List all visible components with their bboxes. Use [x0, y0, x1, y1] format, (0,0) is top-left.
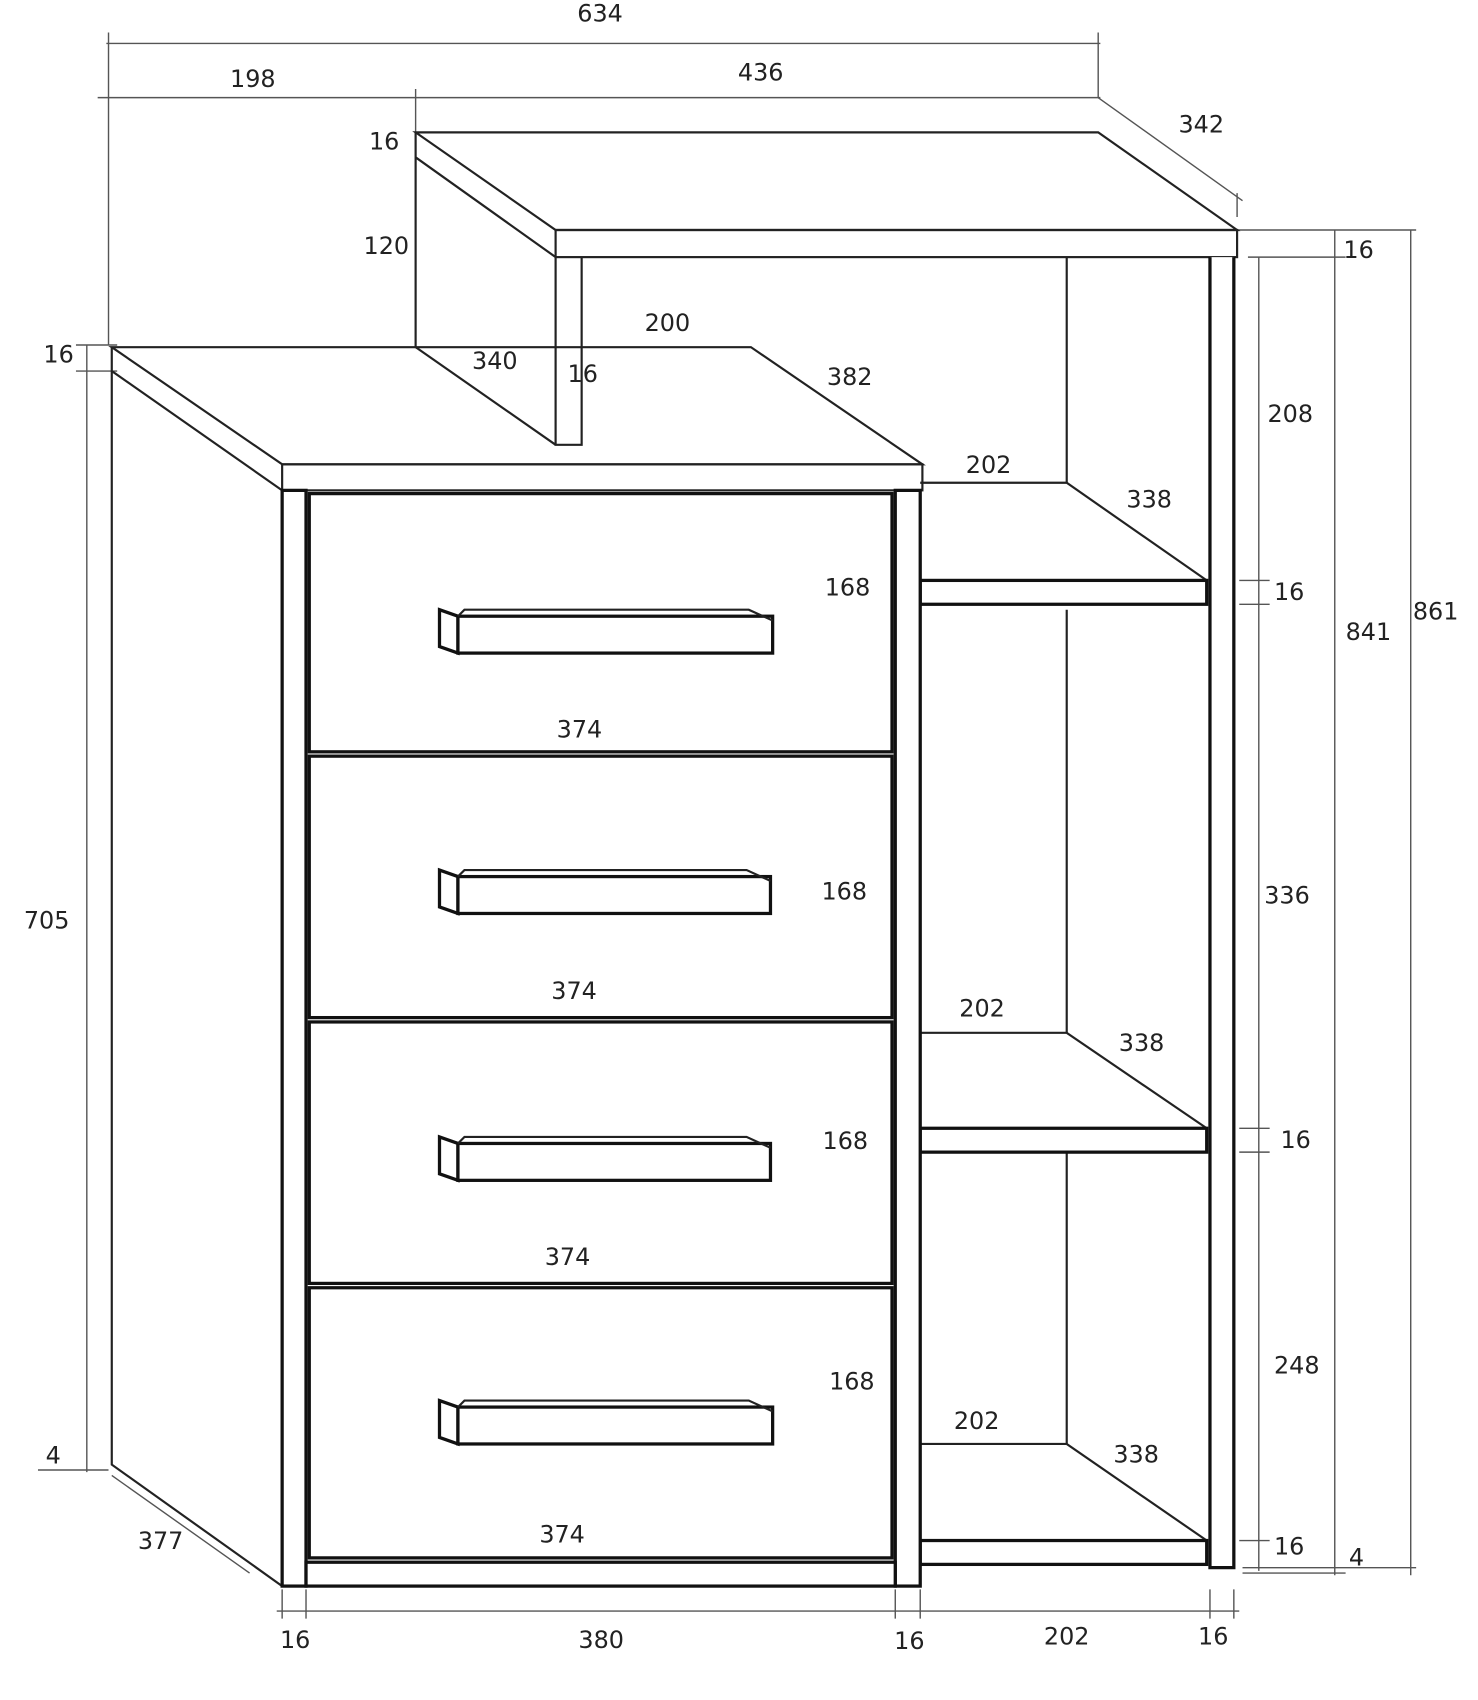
- dim-label: 4: [1349, 1543, 1364, 1571]
- drawers: [307, 491, 894, 1560]
- dim-label: 374: [545, 1243, 591, 1271]
- shelves: [918, 481, 1209, 1567]
- dimension-lines: [37, 32, 1417, 1619]
- dim-label: 436: [738, 58, 784, 86]
- dim-label: 202: [959, 995, 1005, 1023]
- dim-label: 841: [1346, 618, 1392, 646]
- dim-label: 16: [1280, 1126, 1310, 1154]
- dim-label: 16: [1274, 578, 1304, 606]
- dim-label: 168: [821, 877, 867, 905]
- dim-label: 16: [280, 1626, 310, 1654]
- dim-label: 120: [364, 232, 410, 260]
- dim-label: 338: [1113, 1440, 1159, 1468]
- handle-icon: [437, 607, 775, 656]
- dim-label: 634: [577, 0, 623, 28]
- dim-label: 16: [1274, 1533, 1304, 1561]
- handle-icon: [437, 1398, 775, 1447]
- dim-label: 340: [472, 347, 518, 375]
- dim-label: 4: [46, 1442, 61, 1470]
- dim-label: 374: [557, 716, 603, 744]
- dim-label: 168: [825, 574, 871, 602]
- dim-label: 374: [551, 977, 597, 1005]
- dim-label: 248: [1274, 1351, 1320, 1379]
- dim-label: 861: [1413, 597, 1459, 625]
- dim-label: 338: [1126, 486, 1172, 514]
- dim-label: 168: [823, 1127, 869, 1155]
- dim-label: 202: [954, 1407, 1000, 1435]
- upper-shelf-unit: [412, 131, 1241, 1570]
- dim-label: 705: [24, 907, 70, 935]
- dim-label: 380: [578, 1626, 624, 1654]
- dim-label: 16: [894, 1627, 924, 1655]
- dim-label: 374: [539, 1521, 585, 1549]
- lower-cabinet: [108, 346, 926, 1588]
- dim-label: 202: [966, 451, 1012, 479]
- handle-icon: [437, 1134, 773, 1183]
- dim-label: 16: [43, 340, 73, 368]
- dim-label: 342: [1178, 110, 1224, 138]
- dim-label: 16: [568, 360, 598, 388]
- dim-label: 202: [1044, 1623, 1090, 1651]
- dim-label: 198: [230, 65, 276, 93]
- dim-label: 168: [829, 1368, 875, 1396]
- dim-label: 16: [1343, 236, 1373, 264]
- dim-label: 208: [1267, 400, 1313, 428]
- dim-label: 16: [369, 128, 399, 156]
- handle-icon: [437, 867, 773, 916]
- dim-label: 377: [138, 1527, 184, 1555]
- dim-label: 200: [645, 309, 691, 337]
- dim-label: 338: [1119, 1029, 1165, 1057]
- dimension-labels: 634 198 436 342 16 120 340 16 200 382 16…: [24, 0, 1459, 1655]
- dim-label: 336: [1264, 882, 1310, 910]
- dim-label: 16: [1198, 1623, 1228, 1651]
- dim-label: 382: [827, 363, 873, 391]
